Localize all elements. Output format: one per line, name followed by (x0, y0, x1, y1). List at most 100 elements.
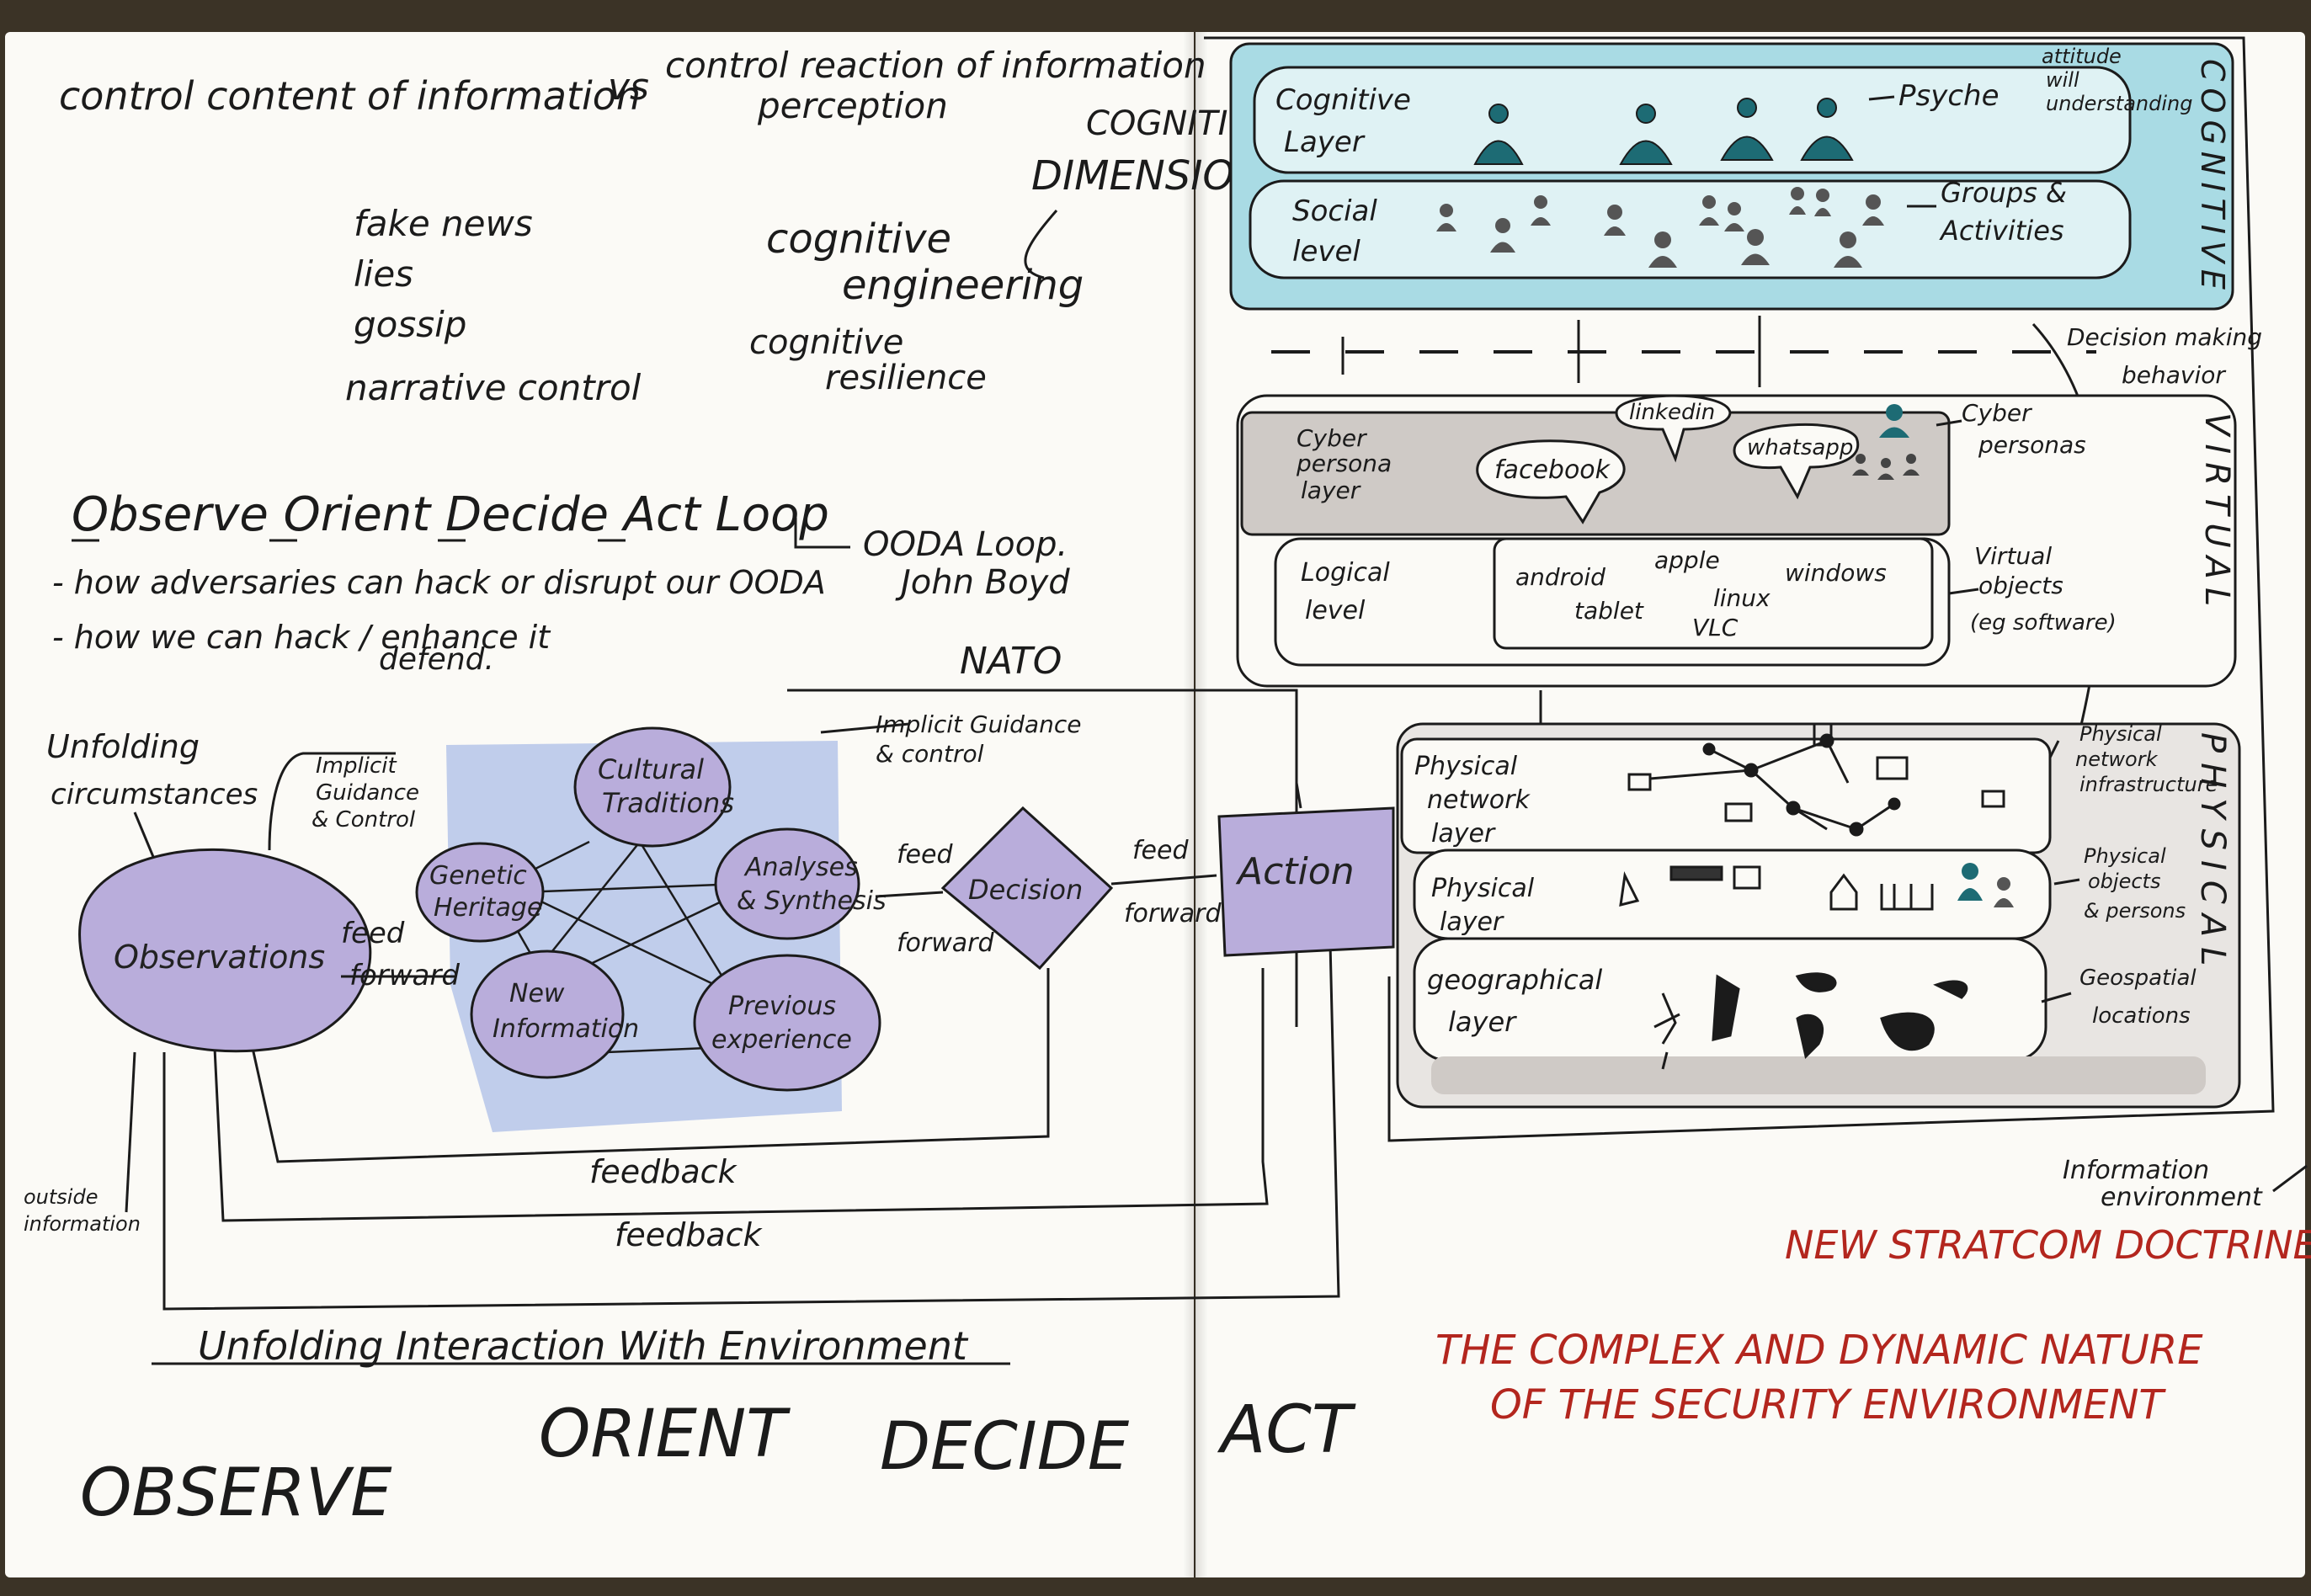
physical-network-1: Physical (1414, 752, 1518, 781)
outside-information-1: outside (24, 1185, 98, 1209)
person-icon (1800, 98, 1854, 161)
bubble-linkedin: linkedin (1615, 394, 1732, 463)
feedback-label-2: feedback (615, 1216, 764, 1253)
orient-node-genetic: Genetic Heritage (415, 842, 545, 943)
feed-forward-3b: forward (1124, 899, 1222, 928)
psyche-note-1: attitude (2042, 45, 2122, 68)
physical-object-icons (1619, 865, 1934, 911)
new-info-label-2: Information (493, 1014, 639, 1044)
defend-note: defend. (379, 642, 494, 677)
psyche-note-2: will (2046, 68, 2079, 92)
feedback-loop-1 (251, 968, 1050, 1163)
list-item: gossip (354, 304, 466, 345)
virtual-objects-3: (eg software) (1970, 610, 2117, 636)
doctrine-title: NEW STRATCOM DOCTRINE (1785, 1222, 2311, 1268)
implicit-guidance-top-2: & control (876, 740, 984, 768)
previous-label-1: Previous (728, 992, 836, 1021)
action-box (1217, 806, 1395, 957)
cyber-persona-1: Cyber (1297, 424, 1367, 452)
list-item: lies (354, 253, 413, 295)
implicit-guidance-left-2: Guidance (316, 780, 419, 806)
virtual-side-label: VIRTUAL (2197, 412, 2236, 614)
cyber-persona-3: layer (1301, 476, 1361, 504)
header-vs-text: vs (608, 66, 649, 109)
person-icon (1619, 104, 1673, 165)
groups-label-2: Activities (1939, 215, 2064, 247)
ooda-diagram: Observations feed forward Cultural Tradi… (24, 689, 1395, 1369)
unfolding-interaction-label: Unfolding Interaction With Environment (198, 1323, 969, 1369)
previous-label-2: experience (711, 1025, 852, 1055)
implicit-guidance-left-1: Implicit (316, 753, 397, 779)
phase-labels: OBSERVE ORIENT DECIDE ACT (80, 1392, 1356, 1531)
group-icons (1436, 187, 1884, 268)
os-vlc: VLC (1692, 614, 1739, 641)
os-linux: linux (1713, 584, 1771, 612)
phase-observe: OBSERVE (80, 1455, 392, 1531)
feedback-loop-2 (213, 968, 1269, 1222)
physical-layer-1: Physical (1431, 874, 1535, 903)
network-graph (1649, 733, 1901, 837)
cultural-label-2: Traditions (602, 787, 734, 819)
feedback-label-1: feedback (589, 1153, 738, 1190)
orient-node-new-information: New Information (470, 950, 639, 1079)
whatsapp-label: whatsapp (1747, 435, 1853, 460)
phase-act: ACT (1217, 1392, 1356, 1468)
geographical-layer-1: geographical (1427, 964, 1602, 996)
physical-network-2: network (1427, 785, 1531, 815)
list-item: fake news (354, 203, 533, 244)
cyber-persona-icons (1852, 404, 1920, 480)
cognitive-layer-box (1253, 66, 2132, 174)
red-titles: NEW STRATCOM DOCTRINE THE COMPLEX AND DY… (1435, 1222, 2311, 1428)
social-level-label-2: level (1292, 235, 1361, 269)
header-right-text: control reaction of information (665, 45, 1206, 86)
bullet-hack-disrupt: - how adversaries can hack or disrupt ou… (52, 564, 826, 601)
geospatial-1: Geospatial (2079, 966, 2197, 991)
map-scribbles (1653, 972, 1968, 1070)
list-item: narrative control (345, 367, 642, 408)
cognitive-engineering-1: cognitive (766, 215, 951, 263)
linkedin-label: linkedin (1629, 400, 1715, 425)
security-environment-diagram: Cognitive Layer Social level Psyche (1204, 36, 2308, 1212)
network-infra-2: network (2075, 747, 2159, 771)
john-boyd-note: John Boyd (895, 563, 1070, 602)
header-left-text: control content of information (59, 73, 641, 119)
os-apple: apple (1654, 546, 1720, 574)
cognitive-resilience-1: cognitive (749, 323, 903, 362)
ooda-notes: Observe Orient Decide Act Loop OODA Loop… (52, 487, 1070, 683)
action-label: Action (1235, 850, 1355, 893)
unfolding-circumstances-1: Unfolding (46, 728, 200, 765)
decision-diamond (940, 806, 1114, 971)
ooda-title: Observe Orient Decide Act Loop (72, 487, 829, 542)
physical-side-label: PHYSICAL (2193, 732, 2232, 976)
observations-label: Observations (114, 939, 325, 976)
physical-network-3: layer (1431, 819, 1496, 849)
implicit-guidance-top-1: Implicit Guidance (876, 710, 1081, 738)
person-icon (1720, 98, 1774, 161)
bubble-whatsapp: whatsapp (1733, 423, 1860, 500)
shaded-strip (1431, 1056, 2206, 1094)
geographical-layer-2: layer (1448, 1006, 1517, 1038)
geospatial-2: locations (2092, 1003, 2191, 1029)
physical-layer-2: layer (1440, 907, 1504, 937)
cyber-personas-2: personas (1978, 431, 2086, 459)
cognitive-side-label: COGNITIVE (2194, 59, 2231, 296)
os-windows: windows (1785, 559, 1887, 587)
feed-forward-2b: forward (897, 928, 995, 958)
feed-forward-3: feed (1132, 836, 1189, 865)
header-notes: control content of information vs contro… (59, 45, 1206, 126)
outside-information-2: information (24, 1212, 141, 1236)
virtual-objects-2: objects (1978, 572, 2063, 599)
misinformation-list: fake news lies gossip narrative control (345, 203, 642, 408)
cognitive-dimension-2: DIMENSION (1031, 152, 1265, 200)
outside-info-arrow (125, 1051, 136, 1213)
cyber-personas-1: Cyber (1962, 399, 2032, 427)
os-tablet: tablet (1574, 597, 1644, 625)
facebook-label: facebook (1494, 455, 1611, 485)
analyses-label-1: Analyses (743, 853, 858, 882)
cognitive-resilience-2: resilience (825, 359, 987, 397)
bubble-facebook: facebook (1476, 439, 1626, 524)
groups-label-1: Groups & (1941, 177, 2067, 209)
complex-title-1: THE COMPLEX AND DYNAMIC NATURE (1435, 1327, 2203, 1374)
header-right-text-2: perception (757, 85, 948, 126)
